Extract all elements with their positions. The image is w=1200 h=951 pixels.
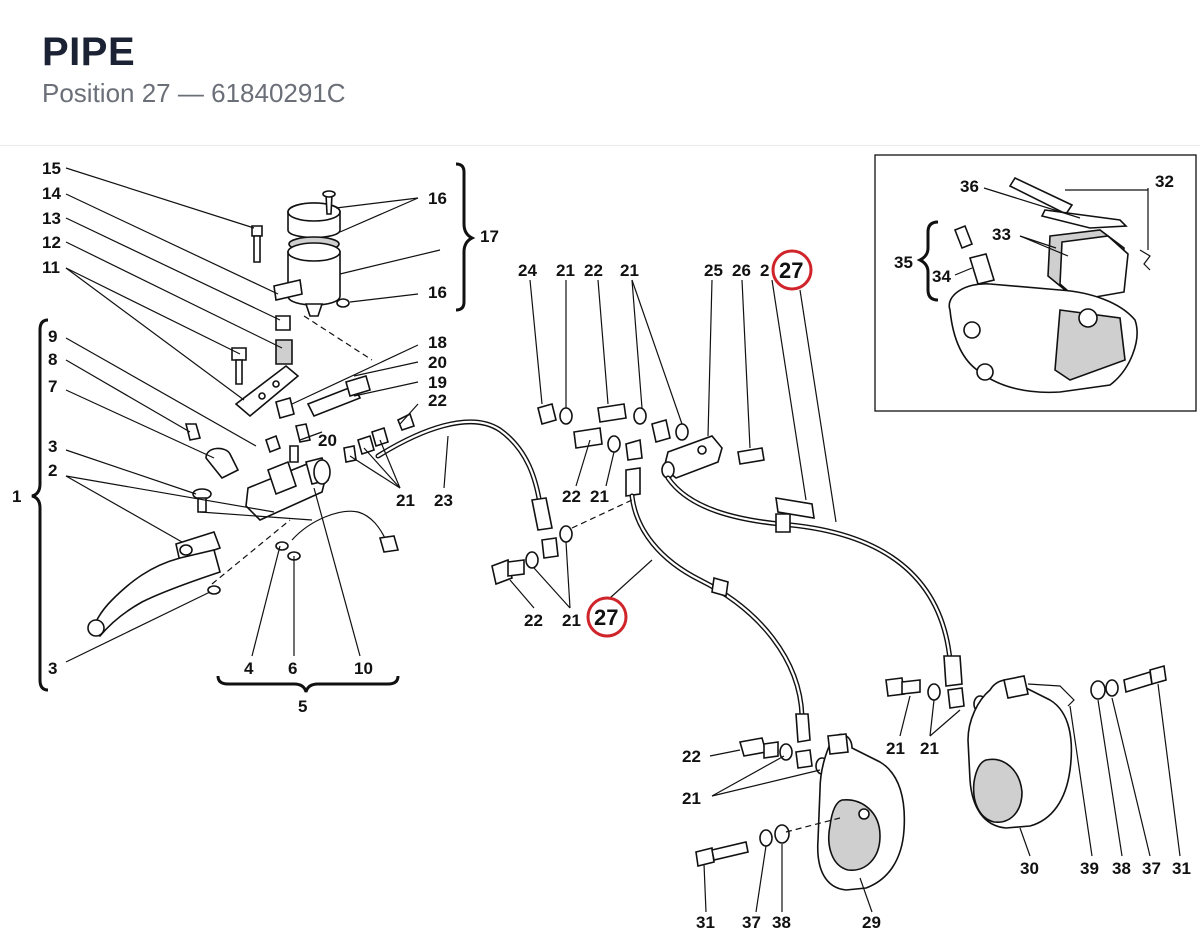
label-35: 35 [894,253,913,272]
subtitle-dash: — [177,78,204,108]
label-12: 12 [42,233,61,252]
label-20-lower: 20 [318,431,337,450]
label-15: 15 [42,159,61,178]
label-16-bottom: 16 [428,283,447,302]
label-5: 5 [298,697,307,716]
label-3-upper: 3 [48,437,57,456]
label-38-left: 38 [772,913,791,932]
label-37-right: 37 [1142,859,1161,878]
label-10: 10 [354,659,373,678]
label-21-right-a: 21 [886,739,905,758]
position-label: Position 27 [42,78,171,108]
junction-group: 24 21 22 21 25 26 2 27 22 21 22 21 27 [491,249,963,743]
part-number: 61840291C [211,78,346,108]
label-20-upper: 20 [428,353,447,372]
label-21-left-caliper: 21 [682,789,701,808]
label-31-left: 31 [696,913,715,932]
right-caliper-group: 21 21 30 39 38 37 31 [885,664,1191,878]
inset-panel: 36 32 33 35 34 [874,154,1197,412]
label-21-lower: 21 [562,611,581,630]
label-21-top-a: 21 [556,261,575,280]
label-8: 8 [48,350,57,369]
label-9: 9 [48,327,57,346]
label-21-top-b: 21 [620,261,639,280]
label-14: 14 [42,184,61,203]
label-4: 4 [244,659,254,678]
label-30: 30 [1020,859,1039,878]
highlight-circle-27-top [771,249,813,291]
label-39: 39 [1080,859,1099,878]
page-subtitle: Position 27 — 61840291C [42,78,346,109]
label-36: 36 [960,177,979,196]
label-22-mid: 22 [562,487,581,506]
label-32: 32 [1155,172,1174,191]
highlight-circle-27-bottom [586,596,628,638]
label-34: 34 [932,267,951,286]
label-3-lower: 3 [48,659,57,678]
label-11: 11 [42,258,60,277]
label-31-right: 31 [1172,859,1191,878]
label-37-left: 37 [742,913,761,932]
label-22-top: 22 [584,261,603,280]
label-16-top: 16 [428,189,447,208]
label-22-left-caliper: 22 [682,747,701,766]
label-21-right-b: 21 [920,739,939,758]
label-23: 23 [434,491,453,510]
label-22-left: 22 [428,391,447,410]
label-33: 33 [992,225,1011,244]
label-17: 17 [480,227,499,246]
page-title: PIPE [42,30,136,74]
master-cylinder-group: 15 14 13 12 11 16 16 17 9 8 7 3 2 1 3 18… [12,159,553,716]
label-2-truncated: 2 [760,261,769,280]
label-2: 2 [48,461,57,480]
label-1: 1 [12,487,21,506]
label-6: 6 [288,659,297,678]
label-38-right: 38 [1112,859,1131,878]
header: PIPE Position 27 — 61840291C [0,0,1200,146]
label-18: 18 [428,333,447,352]
label-22-lower: 22 [524,611,543,630]
label-19: 19 [428,373,447,392]
label-13: 13 [42,209,61,228]
label-25: 25 [704,261,723,280]
label-24: 24 [518,261,537,280]
label-27-top: 27 [779,258,803,283]
label-29: 29 [862,913,881,932]
label-21-left: 21 [396,491,415,510]
label-26: 26 [732,261,751,280]
label-21-mid: 21 [590,487,609,506]
label-27-bottom: 27 [594,605,618,630]
left-caliper-group: 22 21 31 37 38 29 [682,733,906,932]
label-7: 7 [48,377,57,396]
